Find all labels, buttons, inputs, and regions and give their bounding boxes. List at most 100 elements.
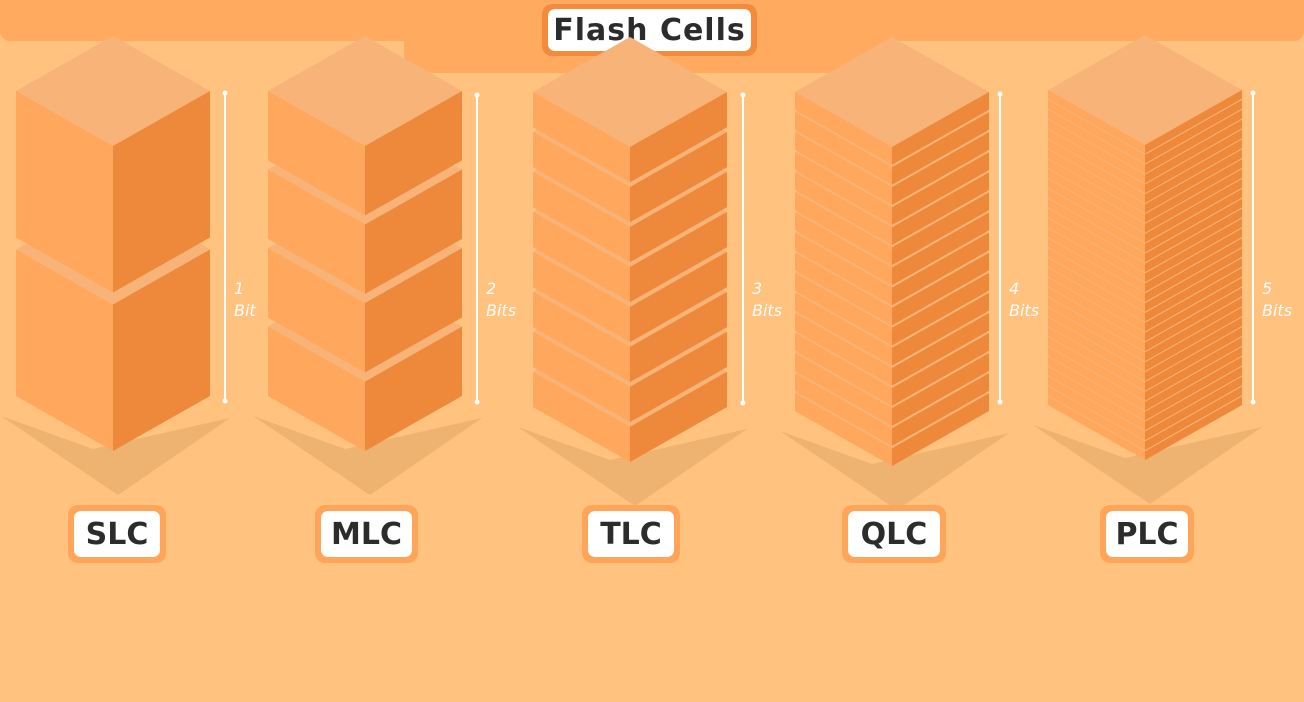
layer-right-face bbox=[1145, 287, 1242, 352]
measure-unit: Bits bbox=[752, 301, 782, 320]
stack-shadow bbox=[780, 431, 1009, 510]
layer-right-face bbox=[1145, 257, 1242, 322]
layer-right-face bbox=[630, 171, 727, 263]
measure-unit: Bits bbox=[486, 301, 516, 320]
stacks-layer bbox=[16, 35, 1242, 466]
layer-left-face bbox=[1048, 208, 1145, 273]
layer-right-face bbox=[1145, 178, 1242, 243]
layer-left-face bbox=[1048, 149, 1145, 213]
layer-right-face bbox=[1145, 396, 1242, 460]
label-tlc-text: TLC bbox=[588, 511, 674, 557]
label-qlc: QLC bbox=[842, 505, 946, 563]
layer-right-face bbox=[892, 212, 989, 286]
layer-right-face bbox=[1145, 119, 1242, 184]
layer-left-face bbox=[1048, 337, 1145, 401]
layer-left-face bbox=[533, 251, 630, 343]
layer-right-face bbox=[113, 91, 210, 293]
measure-unit: Bits bbox=[1009, 301, 1039, 320]
layer-left-face bbox=[1048, 376, 1145, 441]
layer-left-face bbox=[533, 171, 630, 263]
layer-left-face bbox=[795, 132, 892, 205]
layer-right-face bbox=[1145, 129, 1242, 194]
layer-left-face bbox=[795, 272, 892, 346]
layer-left-face bbox=[1048, 248, 1145, 312]
layer-left-face bbox=[268, 248, 365, 373]
layer-left-face bbox=[1048, 198, 1145, 263]
label-slc-text: SLC bbox=[74, 511, 160, 557]
measure-end-top bbox=[997, 91, 1003, 97]
layer-right-face bbox=[630, 92, 727, 183]
layer-right-face bbox=[892, 132, 989, 205]
layer-left-face bbox=[533, 211, 630, 303]
layer-left-face bbox=[533, 92, 630, 183]
layer-right-face bbox=[630, 371, 727, 462]
layer-left-face bbox=[795, 252, 892, 326]
layer-right-face bbox=[892, 232, 989, 306]
layer-right-face bbox=[892, 373, 989, 446]
layer-right-face bbox=[630, 131, 727, 223]
label-plc: PLC bbox=[1100, 505, 1194, 563]
measure-count: 2 bbox=[486, 279, 496, 298]
stack-qlc bbox=[795, 37, 989, 466]
layer-left-face bbox=[1048, 238, 1145, 302]
layer-right-face bbox=[1145, 159, 1242, 223]
shadows-layer bbox=[1, 416, 1262, 510]
layer-right-face bbox=[892, 92, 989, 165]
measure-count: 3 bbox=[752, 279, 762, 298]
layer-left-face bbox=[1048, 277, 1145, 342]
layer-right-face bbox=[1145, 277, 1242, 342]
layer-right-face bbox=[1145, 376, 1242, 441]
layer-right-face bbox=[365, 326, 462, 451]
measure-end-top bbox=[222, 90, 228, 96]
layer-right-face bbox=[1145, 238, 1242, 302]
layer-right-face bbox=[630, 291, 727, 383]
layer-right-face bbox=[1145, 267, 1242, 332]
layer-left-face bbox=[16, 249, 113, 451]
measure-end-bottom bbox=[474, 399, 480, 405]
stack-shadow bbox=[253, 416, 482, 495]
measure-end-bottom bbox=[740, 400, 746, 406]
label-plc-text: PLC bbox=[1106, 511, 1188, 557]
stack-shadow bbox=[1033, 425, 1262, 504]
layer-left-face bbox=[795, 373, 892, 446]
layer-right-face bbox=[1145, 90, 1242, 154]
layer-right-face bbox=[630, 251, 727, 343]
measure-count: 4 bbox=[1009, 279, 1019, 298]
layer-right-face bbox=[1145, 317, 1242, 381]
stack-mlc bbox=[268, 36, 462, 451]
layer-left-face bbox=[795, 333, 892, 406]
stack-plc bbox=[1048, 35, 1242, 460]
stack-slc bbox=[16, 36, 210, 451]
layer-right-face bbox=[892, 172, 989, 246]
layer-left-face bbox=[795, 292, 892, 366]
stack-shadow bbox=[1, 416, 230, 495]
layer-right-face bbox=[113, 249, 210, 451]
layer-right-face bbox=[1145, 356, 1242, 421]
layer-right-face bbox=[1145, 307, 1242, 372]
layer-left-face bbox=[795, 192, 892, 266]
layer-right-face bbox=[892, 292, 989, 366]
measures-layer: 1 Bit 2 Bits 3 Bits 4 Bits 5 bbox=[222, 90, 1292, 406]
measure-end-bottom bbox=[997, 399, 1003, 405]
layer-left-face bbox=[533, 371, 630, 462]
layer-right-face bbox=[892, 333, 989, 406]
label-qlc-text: QLC bbox=[848, 511, 940, 557]
layer-right-face bbox=[892, 112, 989, 185]
label-tlc: TLC bbox=[582, 505, 680, 563]
label-mlc: MLC bbox=[315, 505, 418, 563]
layer-left-face bbox=[268, 169, 365, 294]
layer-left-face bbox=[1048, 228, 1145, 293]
layer-right-face bbox=[1145, 327, 1242, 391]
measure-mlc: 2 Bits bbox=[474, 92, 516, 405]
layer-left-face bbox=[533, 291, 630, 383]
layer-right-face bbox=[1145, 139, 1242, 204]
layer-right-face bbox=[892, 252, 989, 326]
measure-end-bottom bbox=[222, 398, 228, 404]
layer-left-face bbox=[1048, 90, 1145, 154]
layer-right-face bbox=[365, 91, 462, 216]
layer-right-face bbox=[1145, 346, 1242, 411]
layer-left-face bbox=[1048, 169, 1145, 233]
layer-right-face bbox=[892, 152, 989, 225]
layer-left-face bbox=[795, 393, 892, 466]
